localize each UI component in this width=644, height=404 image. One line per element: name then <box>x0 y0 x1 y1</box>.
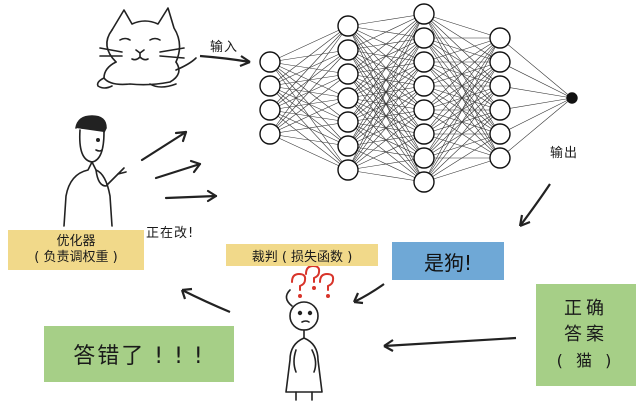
network-node <box>413 75 435 97</box>
network-edge <box>423 133 501 183</box>
prediction-to-judge-arrow <box>353 283 385 303</box>
network-node <box>337 159 359 181</box>
network-edge <box>269 97 349 135</box>
network-node <box>337 87 359 109</box>
network-edge <box>499 97 573 111</box>
cat-drawing <box>96 7 197 89</box>
network-edge <box>347 37 425 171</box>
network-node <box>337 135 359 157</box>
optimizer-person <box>63 115 127 227</box>
network-edge <box>499 61 573 99</box>
network-node <box>337 15 359 37</box>
network-edge <box>269 25 349 111</box>
network-edge <box>499 97 573 159</box>
network-edge <box>347 13 425 75</box>
network-edge <box>347 109 425 171</box>
network-node <box>337 111 359 133</box>
network-edge <box>269 25 349 87</box>
network-edge <box>347 13 425 123</box>
truth-to-judge-arrow <box>383 336 517 348</box>
network-edge <box>269 25 349 135</box>
network-edge <box>423 157 501 183</box>
question-marks <box>291 264 335 298</box>
network-edge <box>269 25 349 63</box>
network-edge <box>347 13 425 147</box>
judge-to-optimizer-arrow <box>181 289 231 314</box>
network-node <box>337 39 359 61</box>
network-node <box>489 27 511 49</box>
truth-line2: 答案 <box>564 324 608 345</box>
optimizer-line2: ( 负责调权重 ) <box>34 250 118 265</box>
network-edge <box>423 37 501 183</box>
network-edge <box>347 61 425 171</box>
input-label: 输入 <box>210 40 239 55</box>
output-down-arrow <box>519 183 551 227</box>
network-node <box>413 3 435 25</box>
network-edge <box>269 49 349 135</box>
prediction-label: 是狗! <box>392 242 504 280</box>
network-edge <box>347 13 425 27</box>
network-edge <box>423 37 501 87</box>
network-edge <box>347 133 425 171</box>
network-node <box>489 123 511 145</box>
fixing-label: 正在改! <box>146 226 195 241</box>
network-edge <box>347 13 425 51</box>
network-edge <box>347 169 425 183</box>
output-label: 输出 <box>550 146 579 161</box>
network-node <box>337 63 359 85</box>
network-node <box>489 99 511 121</box>
network-edge <box>423 109 501 183</box>
network-node <box>413 99 435 121</box>
output-node <box>566 92 578 104</box>
network-node <box>413 27 435 49</box>
wrong-label: 答错了 ! ! ! <box>44 326 234 382</box>
network-node <box>259 75 281 97</box>
network-edge <box>269 133 349 171</box>
network-edge <box>269 133 349 147</box>
optimizer-label: 优化器 ( 负责调权重 ) <box>8 230 144 270</box>
network-node <box>489 75 511 97</box>
network-edge <box>499 85 573 99</box>
network-node <box>259 51 281 73</box>
network-node <box>413 171 435 193</box>
network-node <box>489 147 511 169</box>
truth-line3: ( 猫 ) <box>556 351 616 370</box>
network-node <box>259 123 281 145</box>
prediction-text: 是狗! <box>423 250 473 275</box>
optimizer-arrows <box>140 130 218 203</box>
judge-person <box>285 289 323 401</box>
network-edge <box>347 13 425 171</box>
network-node <box>413 147 435 169</box>
network-edge <box>423 85 501 183</box>
truth-label: 正确 答案 ( 猫 ) <box>536 284 636 386</box>
input-arrow <box>199 54 251 64</box>
network-edge <box>423 61 501 183</box>
network-node <box>489 51 511 73</box>
network-edge <box>423 13 501 39</box>
network-node <box>413 123 435 145</box>
optimizer-line1: 优化器 <box>56 234 96 249</box>
network-edge <box>423 37 501 135</box>
network-edge <box>347 157 425 171</box>
network-edge <box>423 37 501 159</box>
network-edge <box>347 13 425 99</box>
network-edge <box>269 121 349 135</box>
neural-network <box>259 3 578 193</box>
network-edge <box>347 85 425 171</box>
network-node <box>259 99 281 121</box>
network-connections <box>269 13 573 183</box>
network-edge <box>423 37 501 111</box>
wrong-text: 答错了 ! ! ! <box>73 344 205 369</box>
judge-text: 裁判 ( 损失函数 ) <box>251 249 353 265</box>
network-edge <box>423 37 501 63</box>
network-node <box>413 51 435 73</box>
judge-label: 裁判 ( 损失函数 ) <box>226 244 378 266</box>
network-edge <box>499 97 573 135</box>
truth-line1: 正确 <box>564 298 608 319</box>
network-edge <box>499 37 573 99</box>
network-edge <box>269 73 349 135</box>
